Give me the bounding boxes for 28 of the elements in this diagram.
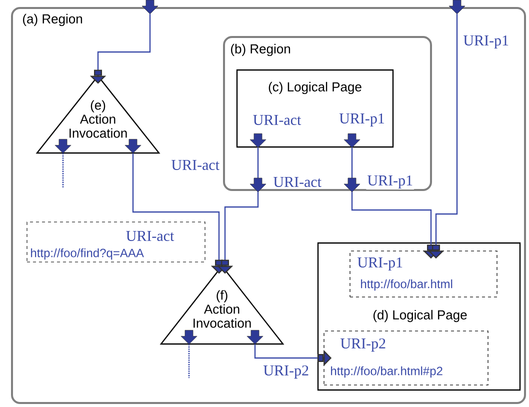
region-title: (b) Region	[231, 44, 290, 56]
region-box	[11, 7, 526, 404]
address-box	[26, 222, 206, 262]
address-box	[324, 330, 488, 386]
edge-label: URI-p2	[264, 365, 308, 379]
region-title: (a) Region	[23, 14, 82, 26]
edge-label: URI-p1	[464, 35, 508, 49]
region-box	[223, 36, 432, 191]
uri-label: URI-p2	[340, 338, 386, 352]
uri-label: URI-act	[253, 115, 302, 125]
connector	[54, 139, 72, 188]
url-text: http://foo/find?q=AAA	[31, 248, 144, 260]
address-box	[350, 250, 498, 298]
edge-label: URI-p1	[368, 175, 412, 189]
triangle-label: (e) Action Invocation	[70, 100, 127, 138]
url-text: http://foo/bar.html#p2	[331, 366, 442, 378]
page-title: (d) Logical Page	[373, 310, 467, 322]
uri-label: URI-p1	[358, 257, 402, 271]
page-title: (c) Logical Page	[268, 82, 362, 94]
edge-label: URI-act	[172, 160, 220, 170]
uri-label: URI-act	[126, 231, 174, 241]
connector	[180, 330, 198, 378]
edge-label: URI-act	[274, 177, 322, 187]
url-text: http://foo/bar.html	[361, 279, 452, 291]
page-box	[317, 242, 521, 391]
uri-label: URI-p1	[339, 113, 384, 127]
triangle-label: (f) Action Invocation	[194, 290, 251, 328]
page-box	[236, 69, 394, 148]
